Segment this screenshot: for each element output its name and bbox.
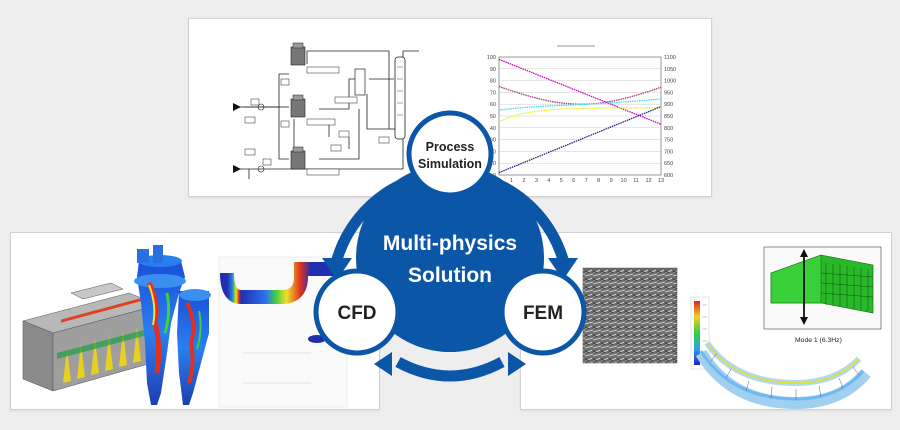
arrowhead-right-icon	[508, 352, 526, 376]
chart-series	[498, 58, 662, 174]
chart-y-left-tick-label: 50	[490, 114, 496, 120]
chart-y-right-tick-label: 1050	[664, 67, 676, 73]
center-title-line2: Solution	[408, 264, 492, 287]
chart-y-right-tick-label: 700	[664, 149, 673, 155]
arrowhead-left-icon	[374, 352, 392, 376]
cfd-boiler-model	[22, 282, 160, 392]
center-solution-circle	[356, 164, 544, 352]
process-flow-diagram: 012345678910111213 100908070605040302010…	[233, 42, 676, 184]
cfd-panel	[10, 232, 380, 410]
chart-x-tick-label: 8	[597, 178, 600, 184]
chart-x-tick-label: 13	[658, 178, 664, 184]
chart-y-right-tick-label: 1100	[664, 55, 676, 61]
fem-curved-structure	[695, 341, 871, 410]
center-title-line1: Multi-physics	[383, 232, 517, 255]
chart-y-left-tick-label: 80	[490, 79, 496, 85]
chart-x-tick-label: 7	[585, 178, 588, 184]
chart-y-left-tick-label: 60	[490, 102, 496, 108]
chart-y-right-tick-label: 950	[664, 90, 673, 96]
chart-y-left-tick-label: 40	[490, 126, 496, 132]
chart-y-right-ticks: 1100 1050 1000 950 900 850 800 750 700 650 600	[664, 55, 676, 179]
chart-series-line	[498, 105, 662, 174]
cfd-node-label: CFD	[337, 303, 376, 324]
fem-mode-caption: Mode 1 (6.3Hz)	[795, 337, 842, 344]
chart-y-left-tick-label: 70	[490, 90, 496, 96]
fem-node	[499, 268, 587, 356]
arrowhead-cfd-icon	[322, 258, 352, 280]
chart-y-right-tick-label: 800	[664, 126, 673, 132]
chart-y-left-tick-label: 10	[490, 161, 496, 167]
process-node-line1: Process	[426, 140, 475, 154]
arrowhead-fem-icon	[548, 258, 578, 280]
chart-y-right-tick-label: 600	[664, 173, 673, 179]
chart-x-tick-label: 6	[572, 178, 575, 184]
fem-node-label: FEM	[523, 303, 563, 324]
cfd-cyclone-model	[134, 245, 211, 405]
process-chart: 012345678910111213 100908070605040302010…	[487, 45, 676, 184]
chart-y-right-tick-label: 750	[664, 138, 673, 144]
chart-y-right-tick-label: 650	[664, 161, 673, 167]
arrow-cfd-fem	[395, 357, 505, 382]
chart-x-tick-label: 4	[547, 178, 550, 184]
chart-y-right-tick-label: 1000	[664, 79, 676, 85]
stream-labels	[244, 66, 390, 176]
chart-x-tick-label: 9	[610, 178, 613, 184]
fem-images: Mode 1 (6.3Hz)	[582, 246, 882, 410]
chart-series-line	[498, 98, 662, 111]
process-node-line2: Simulation	[418, 157, 482, 171]
chart-x-tick-label: 2	[522, 178, 525, 184]
chart-x-tick-label: 10	[621, 178, 627, 184]
chart-y-left-tick-label: 30	[490, 138, 496, 144]
chart-y-left-tick-label: 100	[487, 55, 496, 61]
chart-y-right-tick-label: 900	[664, 102, 673, 108]
chart-series-line	[498, 107, 661, 123]
chart-x-tick-label: 1	[510, 178, 513, 184]
process-simulation-node	[406, 110, 494, 198]
chart-y-left-tick-label: 90	[490, 67, 496, 73]
vessel-icons	[233, 42, 406, 173]
chart-series-line	[498, 58, 662, 125]
chart-x-tick-label: 5	[560, 178, 563, 184]
cfd-node	[313, 268, 401, 356]
chart-x-tick-label: 11	[633, 178, 639, 184]
chart-x-tick-label: 12	[645, 178, 651, 184]
fem-mode-shape	[763, 246, 882, 330]
chart-y-right-tick-label: 850	[664, 114, 673, 120]
chart-x-tick-label: 3	[535, 178, 538, 184]
